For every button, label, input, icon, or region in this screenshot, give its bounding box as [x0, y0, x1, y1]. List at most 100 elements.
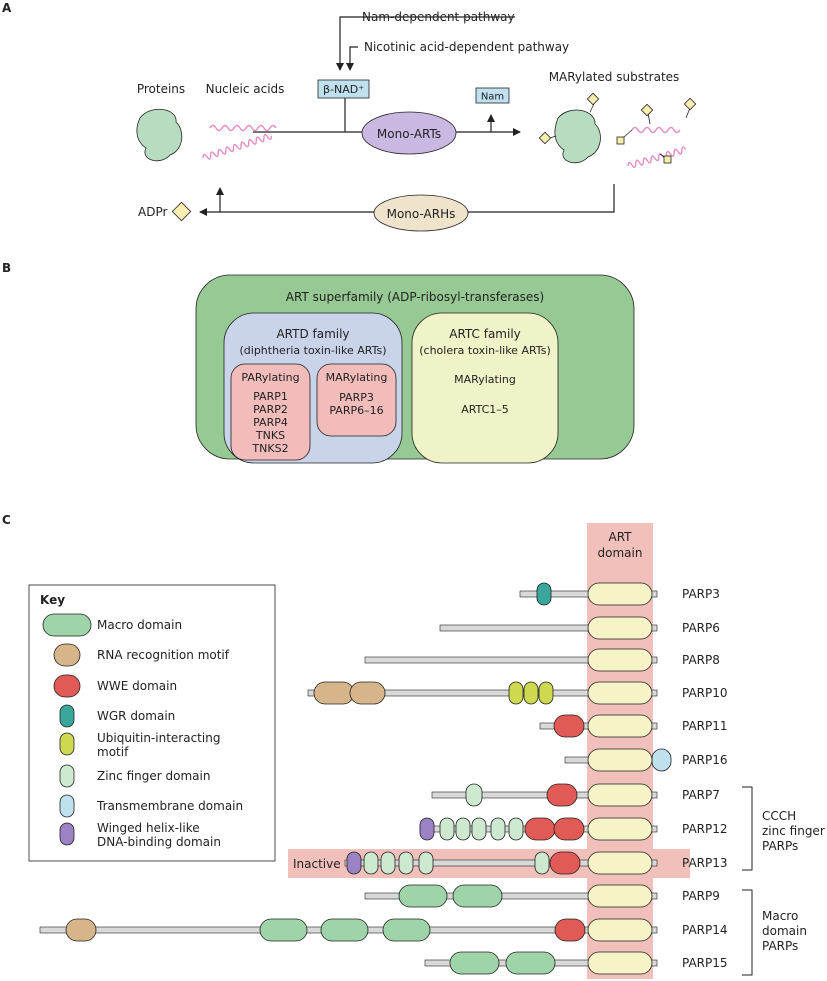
group-label: CCCH: [762, 809, 796, 823]
wwe-domain: [546, 783, 578, 807]
zinc-finger-domain: [471, 817, 487, 841]
group-label: PARPs: [762, 939, 798, 953]
transmembrane-domain: [651, 748, 672, 772]
key-item-label: DNA-binding domain: [97, 835, 221, 849]
artc-marylating: MARylating: [454, 373, 516, 386]
inactive-label: Inactive: [293, 857, 341, 871]
key-item-label: Transmembrane domain: [96, 799, 243, 813]
rna-recognition-motif: [65, 918, 97, 942]
parylating-box: [230, 363, 311, 461]
zinc-finger-domain: [380, 851, 396, 875]
art-domain: [587, 648, 653, 672]
mono-arts-label: Mono-ARTs: [377, 127, 441, 141]
ubiquitin-interacting-motif: [538, 681, 554, 705]
art-domain: [587, 714, 653, 738]
marylated-protein-blob: [554, 109, 601, 164]
nam-box: [475, 87, 510, 104]
art-domain: [587, 951, 653, 975]
nam-label: Nam: [481, 92, 504, 103]
protein-backbone: [344, 859, 658, 867]
key-item-label: motif: [97, 745, 129, 759]
marylating-box: [316, 363, 397, 437]
ubiquitin-interacting-motif: [523, 681, 539, 705]
artc-family-box: [411, 312, 559, 464]
art-domain: [587, 884, 653, 908]
rna-recognition-motif-swatch: [53, 643, 81, 667]
group-label: zinc finger: [762, 824, 825, 838]
protein-row: PARP3: [519, 582, 720, 606]
key-item-label: Zinc finger domain: [97, 769, 210, 783]
winged-helix-domain: [346, 851, 362, 875]
nad-label: β-NAD⁺: [323, 83, 364, 96]
protein-name: PARP16: [682, 753, 728, 767]
marylated-substrates-label: MARylated substrates: [549, 70, 680, 84]
key-item-label: Winged helix-like: [97, 821, 200, 835]
protein-backbone: [364, 892, 658, 900]
art-domain: [587, 681, 653, 705]
macro-domain: [320, 918, 369, 942]
protein-name: PARP15: [682, 956, 728, 970]
artc-subtitle: (cholera toxin-like ARTs): [419, 344, 550, 357]
art-domain: [587, 616, 653, 640]
key-title: Key: [40, 593, 65, 607]
nam-pathway-arrow: [336, 16, 515, 71]
parylating-member: TNKS: [255, 429, 285, 442]
reverse-reaction-arrow: [199, 184, 615, 216]
cccH-bracket: [742, 786, 753, 871]
zinc-finger-domain: [363, 851, 379, 875]
protein-row: PARP13: [344, 851, 728, 875]
marylated-dna-strand: [627, 146, 687, 168]
dna-strand: [202, 134, 273, 160]
nicotinic-pathway-label: Nicotinic acid-dependent pathway: [364, 40, 569, 54]
ubiquitin-interacting-motif: [508, 681, 524, 705]
wgr-domain: [536, 582, 552, 606]
protein-backbone: [307, 689, 658, 697]
protein-row: PARP9: [364, 884, 720, 908]
zinc-finger-domain: [465, 783, 483, 807]
adpr-marker: [663, 155, 672, 164]
macro-domain: [382, 918, 431, 942]
zinc-finger-domain: [534, 851, 550, 875]
macro-domain: [505, 951, 556, 975]
protein-name: PARP10: [682, 686, 728, 700]
protein-row: PARP7: [431, 783, 720, 807]
marylated-rna-strand: [631, 126, 681, 134]
adpr-diamond: [171, 201, 192, 222]
rna-recognition-motif: [313, 681, 355, 705]
winged-helix-domain: [419, 817, 435, 841]
key-item-label: WWE domain: [97, 679, 177, 693]
wwe-domain: [553, 817, 585, 841]
zinc-finger-domain: [455, 817, 471, 841]
art-domain-label: domain: [598, 546, 643, 560]
panel-b-label: B: [2, 261, 11, 275]
protein-name: PARP13: [682, 856, 728, 870]
macro-bracket: [742, 889, 753, 976]
adpr-marker: [538, 131, 552, 145]
parylating-member: PARP4: [253, 416, 288, 429]
rna-recognition-motif: [349, 681, 386, 705]
protein-row: PARP10: [307, 681, 728, 705]
zinc-finger-domain-swatch: [59, 764, 75, 788]
zinc-finger-domain: [508, 817, 524, 841]
protein-name: PARP7: [682, 788, 720, 802]
protein-row: PARP6: [439, 616, 720, 640]
protein-name: PARP3: [682, 587, 720, 601]
art-domain: [587, 918, 653, 942]
art-domain: [587, 817, 653, 841]
wwe-domain: [553, 714, 585, 738]
wwe-domain: [524, 817, 556, 841]
macro-domain: [452, 884, 503, 908]
protein-name: PARP11: [682, 719, 728, 733]
zinc-finger-domain: [490, 817, 506, 841]
art-domain: [587, 748, 653, 772]
adpr-marker: [616, 136, 625, 145]
adpr-marker: [640, 103, 654, 117]
ubiquitin-interacting-motif-swatch: [59, 732, 75, 756]
art-domain: [587, 851, 653, 875]
macro-domain-swatch: [42, 613, 92, 637]
nicotinic-pathway-arrow: [346, 46, 358, 71]
superfamily-label: ART superfamily (ADP-ribosyl-transferase…: [286, 290, 544, 304]
panel-c-label: C: [2, 513, 11, 527]
